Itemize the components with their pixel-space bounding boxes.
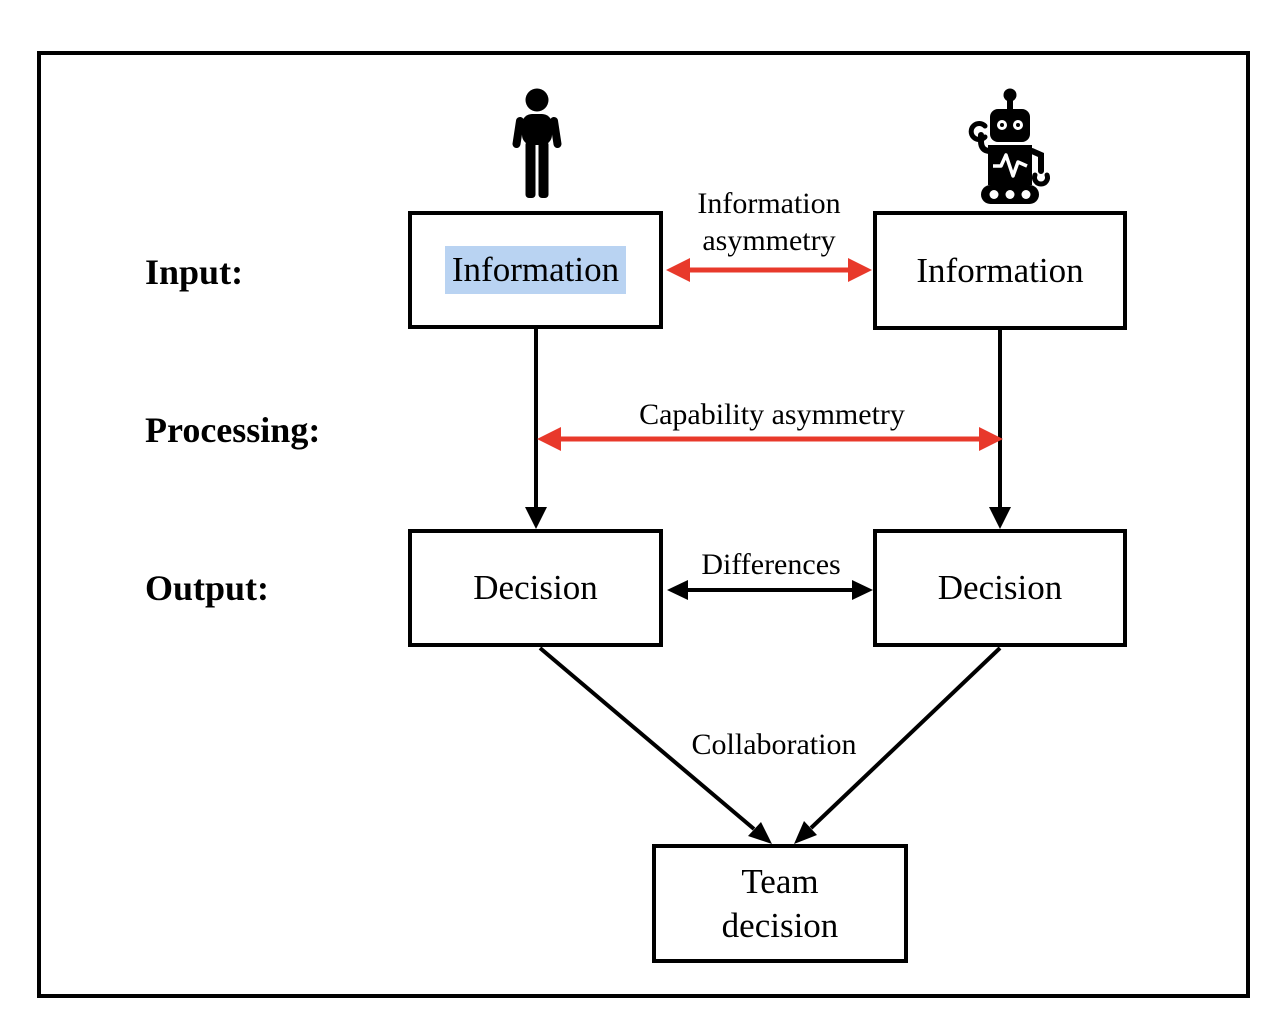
arrow-differences — [667, 580, 873, 600]
red-arrow-capability-asymmetry — [537, 427, 1003, 451]
outer-frame — [37, 51, 1250, 998]
ai-information-box: Information — [873, 211, 1127, 330]
row-label-output: Output: — [145, 568, 270, 608]
label-differences: Differences — [701, 548, 841, 581]
team-decision-label: Team decision — [722, 860, 839, 948]
person-icon — [512, 88, 562, 198]
label-information-asymmetry-line2: asymmetry — [702, 224, 836, 257]
ai-decision-label: Decision — [937, 568, 1063, 607]
arrow-human-info-to-decision — [525, 329, 547, 529]
human-decision-box: Decision — [408, 529, 663, 647]
human-information-box: Information — [408, 211, 663, 329]
label-information-asymmetry-line1: Information — [697, 187, 841, 220]
human-decision-label: Decision — [473, 568, 598, 607]
team-decision-box: Team decision — [652, 844, 908, 963]
ai-decision-box: Decision — [873, 529, 1127, 647]
team-decision-line1: Team — [741, 861, 819, 901]
arrow-ai-info-to-decision — [989, 329, 1011, 529]
arrow-human-decision-to-team — [538, 646, 772, 844]
row-label-input: Input: — [145, 252, 244, 292]
row-label-processing: Processing: — [145, 410, 321, 450]
label-collaboration: Collaboration — [691, 728, 857, 761]
red-arrow-information-asymmetry — [666, 258, 872, 282]
robot-icon — [968, 88, 1050, 204]
arrow-ai-decision-to-team — [794, 646, 1002, 844]
information-highlight: Information — [444, 246, 627, 294]
team-decision-line2: decision — [721, 905, 839, 945]
ai-information-label: Information — [916, 250, 1084, 290]
label-information-asymmetry: Information asymmetry — [697, 185, 840, 259]
label-capability-asymmetry: Capability asymmetry — [639, 398, 905, 431]
